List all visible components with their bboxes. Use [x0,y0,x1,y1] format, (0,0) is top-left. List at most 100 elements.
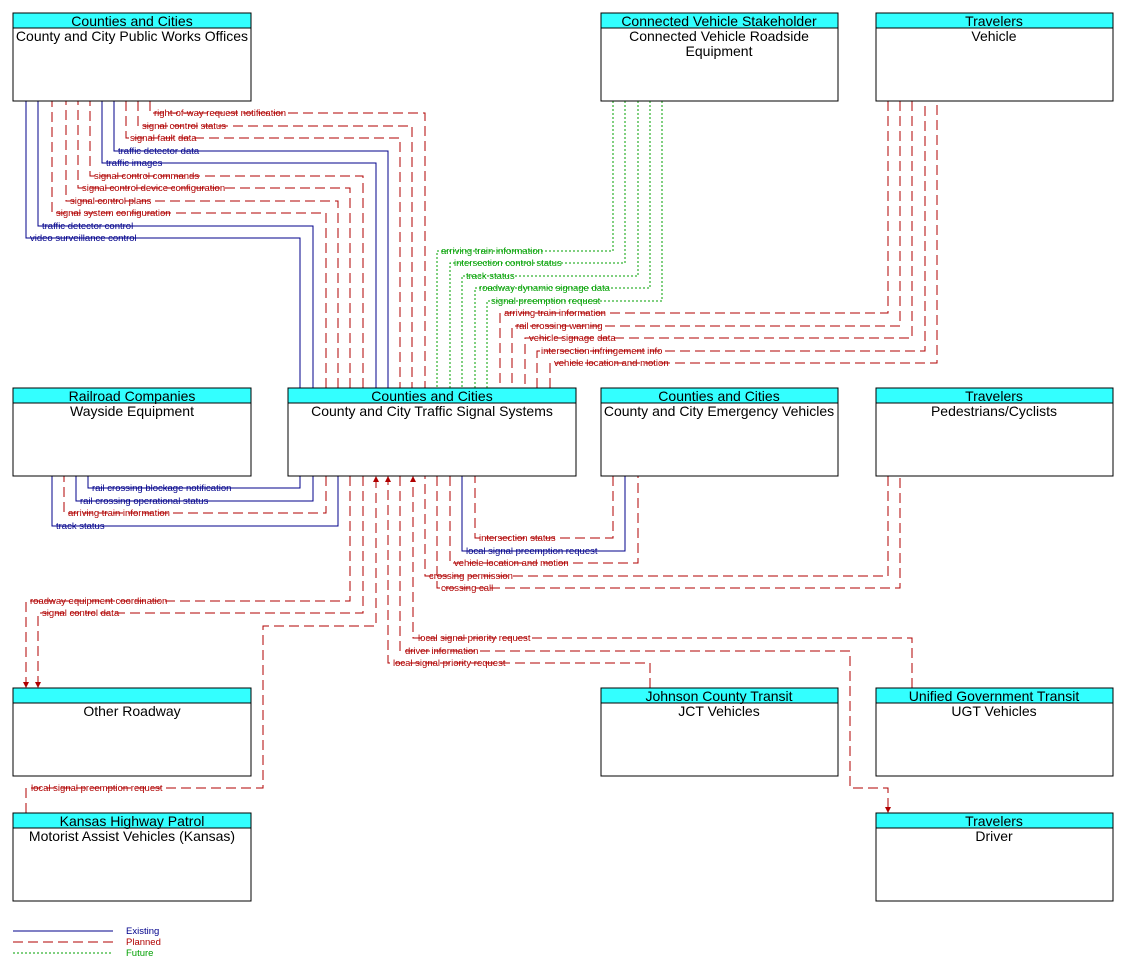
flow-cv-3[interactable]: roadway dynamic signage data [472,101,651,394]
flow-label: roadway dynamic signage data [479,283,611,294]
flow-pw-2[interactable]: signal fault data [123,95,401,388]
flow-veh-2[interactable]: vehicle signage data [524,95,915,388]
legend: Existing Planned Future [13,926,161,959]
flow-label: signal preemption request [491,296,601,307]
flow-line [461,95,641,388]
flow-label: signal control commands [94,171,199,182]
flow-cv-4[interactable]: signal preemption request [484,101,663,394]
flow-line [25,476,379,813]
flow-label: track status [466,271,515,282]
flow-line [399,476,891,813]
stakeholder-label: Travelers [965,13,1023,29]
element-driver[interactable]: Travelers Driver [875,812,1114,902]
flow-label: crossing permission [429,571,513,582]
flow-line [65,101,341,394]
flow-line [51,101,329,394]
flow-label: roadway equipment coordination [30,596,167,607]
flow-ped-1[interactable]: crossing call [434,470,901,594]
flow-label: local signal preemption request [31,783,163,794]
stakeholder-label: Counties and Cities [71,13,192,29]
flow-rr-3[interactable]: track status [51,470,341,532]
element-label: Pedestrians/Cyclists [931,403,1057,419]
stakeholder-label: Unified Government Transit [909,688,1080,704]
element-label: Other Roadway [83,703,180,719]
flow-driver-0[interactable]: driver information [399,476,891,813]
flow-line [111,95,389,388]
legend-existing-label: Existing [126,926,159,937]
element-label: Vehicle [971,28,1016,44]
flow-veh-3[interactable]: intersection infringement info [534,101,926,394]
flow-pw-8[interactable]: signal system configuration [51,101,329,394]
element-cv-roadside-equipment[interactable]: Connected Vehicle Stakeholder Connected … [600,12,839,102]
flow-rr-0[interactable]: rail crossing blockage notification [85,470,301,494]
stakeholder-label: Travelers [965,388,1023,404]
flow-ped-0[interactable]: crossing permission [424,470,891,582]
flow-label: rail crossing operational status [80,496,209,507]
element-traffic-signal-systems[interactable]: Counties and Cities County and City Traf… [287,387,577,477]
flow-other-0[interactable]: roadway equipment coordination [23,476,351,688]
element-public-works-offices[interactable]: Counties and Cities County and City Publ… [12,12,252,102]
flow-line [63,470,329,514]
element-label: JCT Vehicles [678,703,759,719]
flow-pw-10[interactable]: video surveillance control [25,101,303,394]
flow-line [135,95,413,388]
element-ugt-vehicles[interactable]: Unified Government Transit UGT Vehicles [875,687,1114,777]
flow-pw-1[interactable]: signal control status [135,95,413,388]
flow-label: signal control device configuration [82,183,225,194]
flow-line [123,95,401,388]
flow-label: traffic images [106,158,163,169]
flow-cv-2[interactable]: track status [461,95,641,388]
flow-ugt-0[interactable]: local signal priority request [410,476,913,688]
legend-future-label: Future [126,948,153,959]
flow-ev-1[interactable]: local signal preemption request [459,470,626,557]
flow-jct-0[interactable]: local signal priority request [385,476,651,688]
element-emergency-vehicles[interactable]: Counties and Cities County and City Emer… [600,387,839,477]
flow-ev-0[interactable]: intersection status [474,470,616,544]
element-vehicle[interactable]: Travelers Vehicle [875,12,1114,102]
flow-line [474,470,616,539]
element-other-roadway[interactable]: Other Roadway [12,687,252,777]
flow-pw-6[interactable]: signal control device configuration [77,101,353,394]
element-motorist-assist-vehicles[interactable]: Kansas Highway Patrol Motorist Assist Ve… [12,812,252,902]
element-label: County and City Public Works Offices [16,28,248,44]
flow-line [434,470,901,589]
flow-line [436,95,616,388]
stakeholder-label: Connected Vehicle Stakeholder [621,13,817,29]
element-jct-vehicles[interactable]: Johnson County Transit JCT Vehicles [600,687,839,777]
flow-pw-5[interactable]: signal control commands [89,101,366,394]
flow-label: arriving train information [441,246,543,257]
flow-other-1[interactable]: signal control data [35,476,364,688]
flow-pw-4[interactable]: traffic images [99,95,377,388]
flow-rr-2[interactable]: arriving train information [63,470,329,519]
flow-line [424,470,891,577]
flow-khp-0[interactable]: local signal preemption request [25,476,379,813]
flow-cv-1[interactable]: intersection control status [449,95,628,388]
flow-veh-4[interactable]: vehicle location and motion [547,101,938,394]
flow-veh-0[interactable]: arriving train information [499,95,891,388]
flow-label: arriving train information [504,308,606,319]
element-label: Wayside Equipment [70,403,194,419]
element-pedestrians-cyclists[interactable]: Travelers Pedestrians/Cyclists [875,387,1114,477]
flow-veh-1[interactable]: rail crossing warning [511,95,903,388]
flow-line [89,101,366,394]
stakeholder-label: Counties and Cities [371,388,492,404]
element-label: County and City Traffic Signal Systems [311,403,553,419]
legend-planned-label: Planned [126,937,161,948]
element-label: County and City Emergency Vehicles [604,403,834,419]
flow-label: signal control data [42,608,120,619]
element-wayside-equipment[interactable]: Railroad Companies Wayside Equipment [12,387,252,477]
flow-pw-7[interactable]: signal control plans [65,101,341,394]
flow-line [385,476,651,688]
flow-label: intersection infringement info [541,346,662,357]
flow-line [511,95,903,388]
flow-cv-0[interactable]: arriving train information [436,95,616,388]
flow-pw-3[interactable]: traffic detector data [111,95,389,388]
flow-label: vehicle signage data [529,333,616,344]
flow-pw-0[interactable]: right-of-way request notification [147,95,426,388]
flow-rr-1[interactable]: rail crossing operational status [73,470,314,507]
flow-pw-9[interactable]: traffic detector control [37,101,316,394]
flow-ev-2[interactable]: vehicle location and motion [447,470,639,569]
